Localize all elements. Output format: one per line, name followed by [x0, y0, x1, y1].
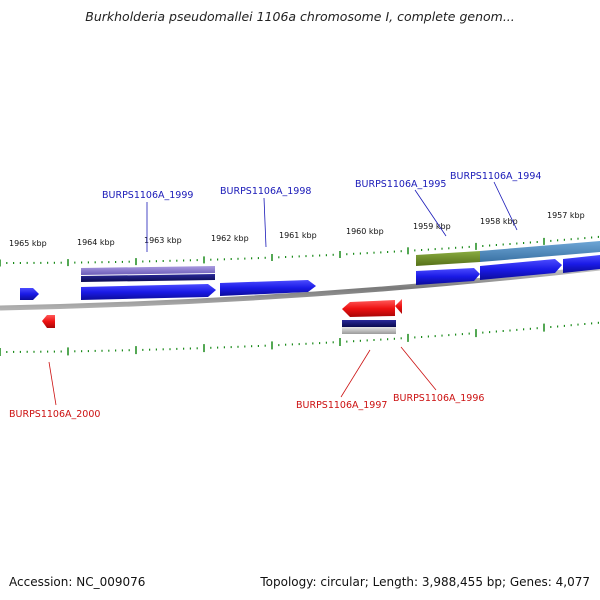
gene-arrow-1999[interactable]: [81, 284, 216, 300]
leader-1996: [400, 346, 437, 391]
tick-label-1965: 1965 kbp: [9, 239, 47, 248]
leader-1997: [340, 349, 371, 398]
tick-label-1961: 1961 kbp: [279, 231, 317, 240]
chromosome-backbone: [0, 265, 600, 311]
reverse-genes[interactable]: [42, 299, 402, 328]
tick-label-1958: 1958 kbp: [480, 217, 518, 226]
tick-label-1957: 1957 kbp: [547, 211, 585, 220]
tick-label-1960: 1960 kbp: [346, 227, 384, 236]
map-title: Burkholderia pseudomallei 1106a chromoso…: [85, 9, 515, 24]
gene-label-2000[interactable]: BURPS1106A_2000: [9, 409, 100, 420]
feature-bar-navy-lower: [342, 320, 396, 327]
tick-label-1959: 1959 kbp: [413, 222, 451, 231]
feature-tracks: [81, 241, 600, 334]
leader-1995: [414, 189, 447, 237]
tick-label-1962: 1962 kbp: [211, 234, 249, 243]
gene-arrow-1998[interactable]: [220, 280, 316, 296]
leader-1998: [263, 197, 267, 248]
tick-label-1963: 1963 kbp: [144, 236, 182, 245]
forward-genes[interactable]: [20, 255, 600, 300]
leader-1994: [493, 181, 518, 231]
genome-summary-text: Topology: circular; Length: 3,988,455 bp…: [260, 575, 590, 589]
gene-label-1995[interactable]: BURPS1106A_1995: [355, 179, 446, 190]
reverse-tick-ring: [0, 321, 600, 356]
gene-label-1999[interactable]: BURPS1106A_1999: [102, 190, 193, 201]
gene-arrow-1994[interactable]: [480, 259, 562, 280]
accession-text: Accession: NC_009076: [9, 575, 146, 589]
forward-tick-ring: [0, 235, 600, 267]
tick-labels: 1965 kbp 1964 kbp 1963 kbp 1962 kbp 1961…: [9, 211, 585, 248]
feature-bar-grey-lower: [342, 327, 396, 334]
tick-label-1964: 1964 kbp: [77, 238, 115, 247]
gene-label-1997[interactable]: BURPS1106A_1997: [296, 400, 387, 411]
gene-arrow-right-edge[interactable]: [563, 255, 600, 273]
feature-bar-olive: [416, 251, 480, 266]
feature-bar-navy: [81, 274, 215, 282]
gene-arrow-left-edge[interactable]: [20, 288, 39, 300]
gene-label-1994[interactable]: BURPS1106A_1994: [450, 171, 541, 182]
gene-arrow-1995[interactable]: [416, 268, 480, 285]
label-leader-lines: [48, 181, 518, 406]
gene-arrow-2000[interactable]: [42, 315, 55, 328]
gene-label-1998[interactable]: BURPS1106A_1998: [220, 186, 311, 197]
feature-bar-purple: [81, 266, 215, 275]
gene-label-1996[interactable]: BURPS1106A_1996: [393, 393, 484, 404]
feature-bar-steel: [480, 241, 600, 262]
gene-arrow-1997[interactable]: [342, 300, 395, 317]
gene-arrow-1996[interactable]: [395, 299, 402, 314]
gene-labels: BURPS1106A_1999 BURPS1106A_1998 BURPS110…: [9, 171, 541, 420]
leader-2000: [48, 361, 57, 406]
